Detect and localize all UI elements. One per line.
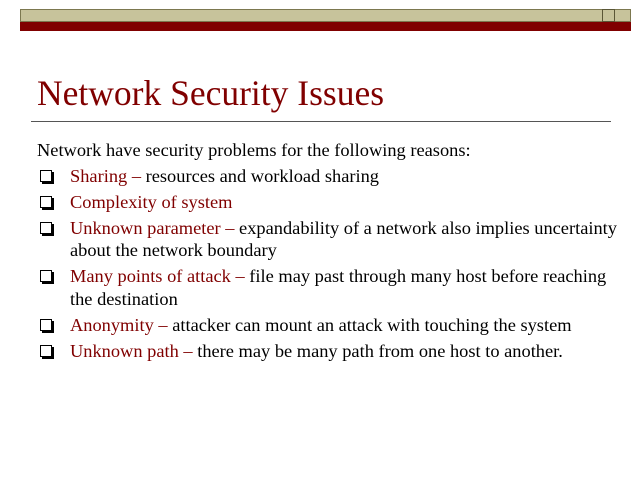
list-item: Unknown path – there may be many path fr… [37,340,627,363]
title-divider [31,121,611,122]
header-tan-bar [20,9,631,22]
list-item: Unknown parameter – expandability of a n… [37,217,627,262]
intro-text: Network have security problems for the f… [37,140,471,160]
bullet-term: Unknown path [70,340,179,361]
hollow-square-bullet-icon [40,221,52,234]
list-item: Many points of attack – file may past th… [37,265,627,310]
bullet-text: resources and workload sharing [145,165,379,186]
header-square-icon [602,9,615,22]
hollow-square-bullet-icon [40,195,52,208]
hollow-square-bullet-icon [40,270,52,282]
header-red-bar [20,22,631,31]
bullet-text: attacker can mount an attack with touchi… [172,314,572,335]
bullet-term: Anonymity [70,314,154,335]
bullet-term: Complexity of system [70,191,233,212]
hollow-square-bullet-icon [40,344,52,357]
bullet-list: Sharing – resources and workload sharing… [37,165,627,363]
bullet-term: Sharing [70,165,128,186]
bullet-dash: – [178,340,198,361]
bullet-term: Many points of attack [70,266,231,286]
hollow-square-bullet-icon [40,169,52,182]
slide-body: Network have security problems for the f… [37,139,627,366]
bullet-dash: – [220,217,240,238]
bullet-text: file may past through many host before r… [70,266,607,309]
header-decoration [0,0,638,31]
list-item: Sharing – resources and workload sharing [37,165,627,188]
bullet-dash: – [153,314,173,335]
bullet-term: Unknown parameter [70,217,221,238]
list-item: Complexity of system [37,191,627,214]
slide-title: Network Security Issues [37,73,385,113]
bullet-dash: – [127,165,146,186]
list-item: Anonymity – attacker can mount an attack… [37,314,627,337]
bullet-dash: – [230,266,250,286]
bullet-text: expandability of a network also implies … [70,217,617,261]
bullet-text: there may be many path from one host to … [197,340,563,361]
hollow-square-bullet-icon [40,318,52,331]
